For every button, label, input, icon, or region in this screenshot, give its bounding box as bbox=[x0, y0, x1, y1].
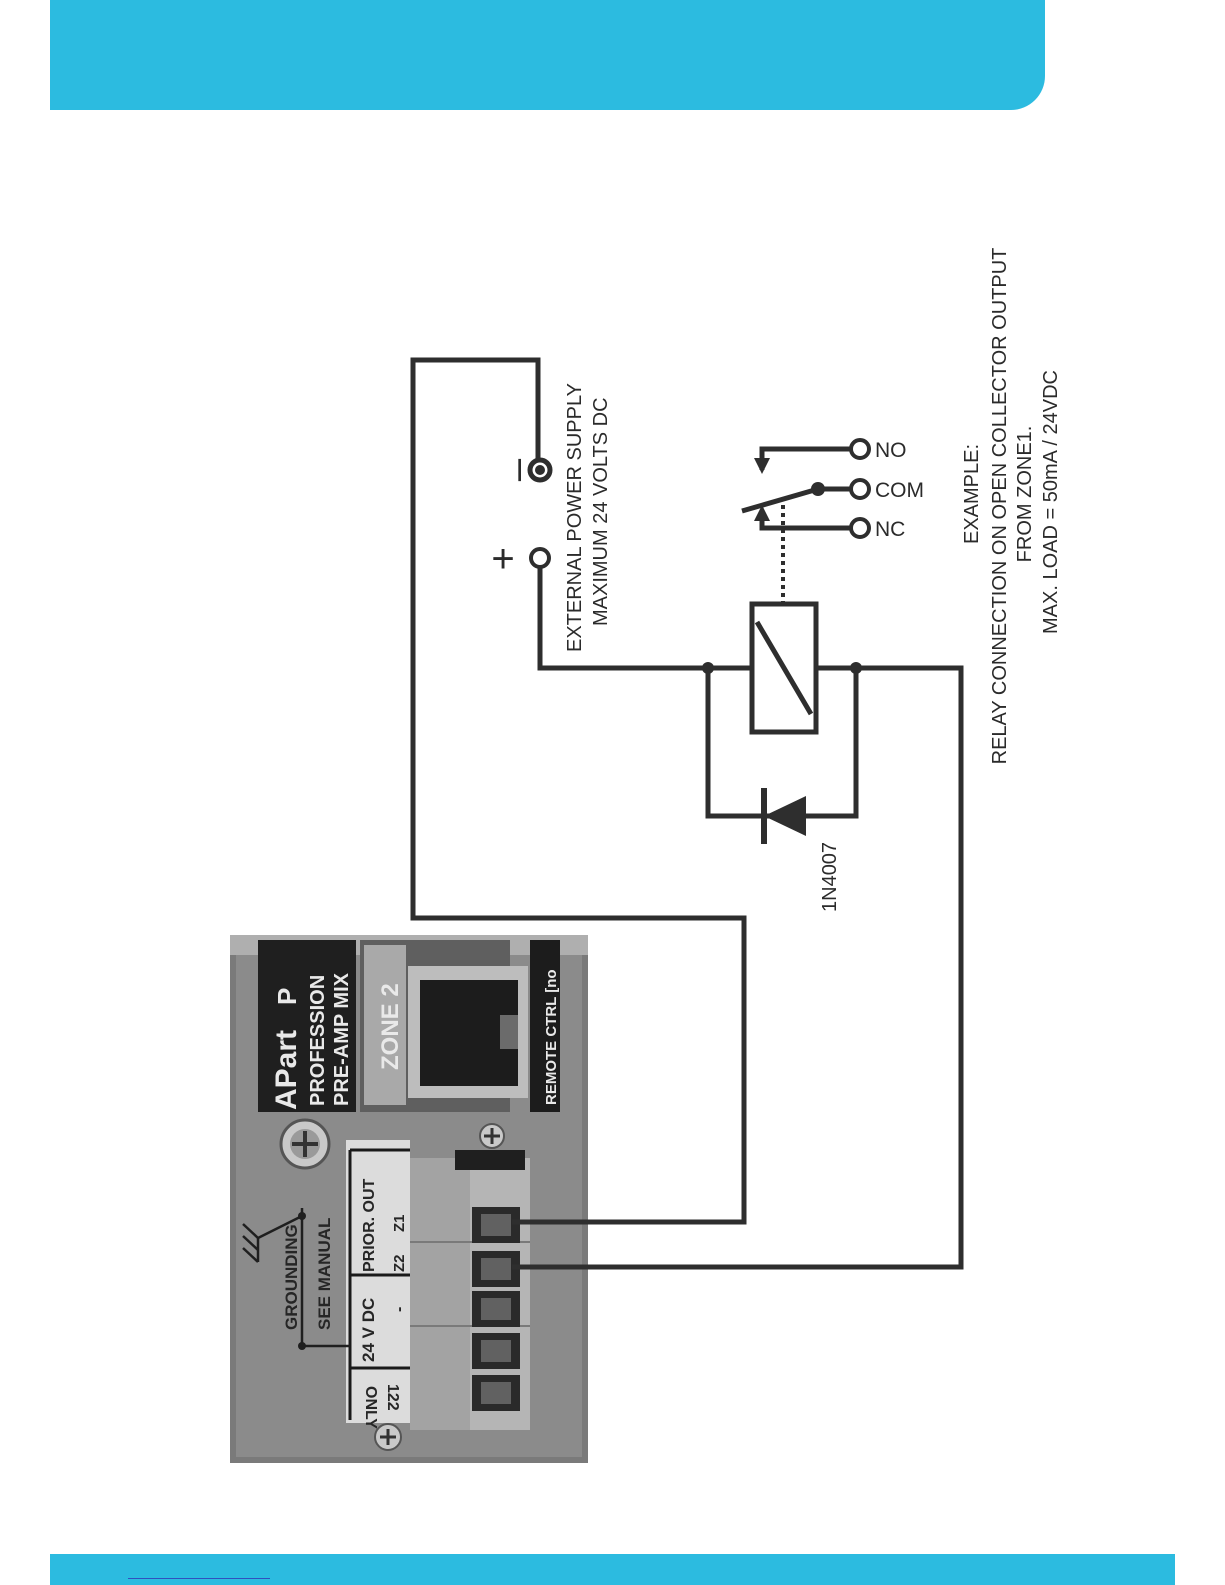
panel-zone: ZONE 2 bbox=[377, 983, 404, 1070]
junction-dot bbox=[811, 482, 825, 496]
relay-nc-label: NC bbox=[875, 518, 905, 541]
wire-nc bbox=[762, 515, 850, 528]
footer-bar bbox=[50, 1554, 1175, 1585]
note-line4: MAX. LOAD = 50mA / 24VDC bbox=[1040, 370, 1062, 634]
panel-only: ONLY bbox=[362, 1386, 379, 1429]
panel-line2: PRE-AMP MIX bbox=[331, 972, 353, 1106]
panel-dc-minus: - bbox=[391, 1307, 408, 1312]
ps-label-line2: MAXIMUM 24 VOLTS DC bbox=[590, 397, 612, 626]
junction-dot bbox=[850, 662, 862, 674]
panel-line1: PROFESSION bbox=[307, 975, 329, 1106]
panel-brand: APart bbox=[270, 1030, 303, 1110]
footer-link-underline bbox=[128, 1578, 270, 1579]
note-line2: RELAY CONNECTION ON OPEN COLLECTOR OUTPU… bbox=[989, 248, 1011, 765]
screw-icon bbox=[480, 1124, 504, 1148]
panel-see-manual: SEE MANUAL bbox=[315, 1218, 334, 1330]
panel-z2: Z2 bbox=[391, 1254, 408, 1272]
panel-remote: REMOTE CTRL [no bbox=[543, 969, 560, 1105]
diode-icon bbox=[764, 788, 806, 844]
arrow-down-icon bbox=[754, 458, 770, 474]
panel-grounding: GROUNDING bbox=[282, 1224, 301, 1330]
screw-icon bbox=[281, 1120, 329, 1168]
relay-no-terminal bbox=[851, 440, 869, 458]
ps-plus-terminal bbox=[531, 549, 549, 567]
relay-nc-terminal bbox=[851, 519, 869, 537]
note-line1: EXAMPLE: bbox=[961, 444, 983, 544]
panel-dc: 24 V DC bbox=[359, 1298, 378, 1362]
panel-prior-out: PRIOR. OUT bbox=[361, 1178, 378, 1272]
wire-no bbox=[762, 449, 850, 470]
ps-plus-sign: + bbox=[491, 537, 514, 581]
panel-brand-suffix: P bbox=[272, 988, 302, 1005]
panel-model: 122 bbox=[384, 1384, 401, 1411]
relay-no-label: NO bbox=[875, 439, 907, 462]
relay-switch-arm bbox=[742, 489, 818, 511]
ps-label-line1: EXTERNAL POWER SUPPLY bbox=[564, 383, 586, 652]
relay-com-label: COM bbox=[875, 479, 924, 502]
relay-coil bbox=[752, 604, 816, 732]
device-panel: APart P PROFESSION PRE-AMP MIX ZONE 2 RE… bbox=[230, 935, 588, 1463]
relay-com-terminal bbox=[851, 480, 869, 498]
diode-label: 1N4007 bbox=[819, 842, 841, 912]
note-line3: FROM ZONE1. bbox=[1014, 426, 1036, 563]
junction-dot bbox=[702, 662, 714, 674]
panel-z1: Z1 bbox=[391, 1214, 408, 1232]
ps-minus-sign: – bbox=[495, 458, 539, 481]
